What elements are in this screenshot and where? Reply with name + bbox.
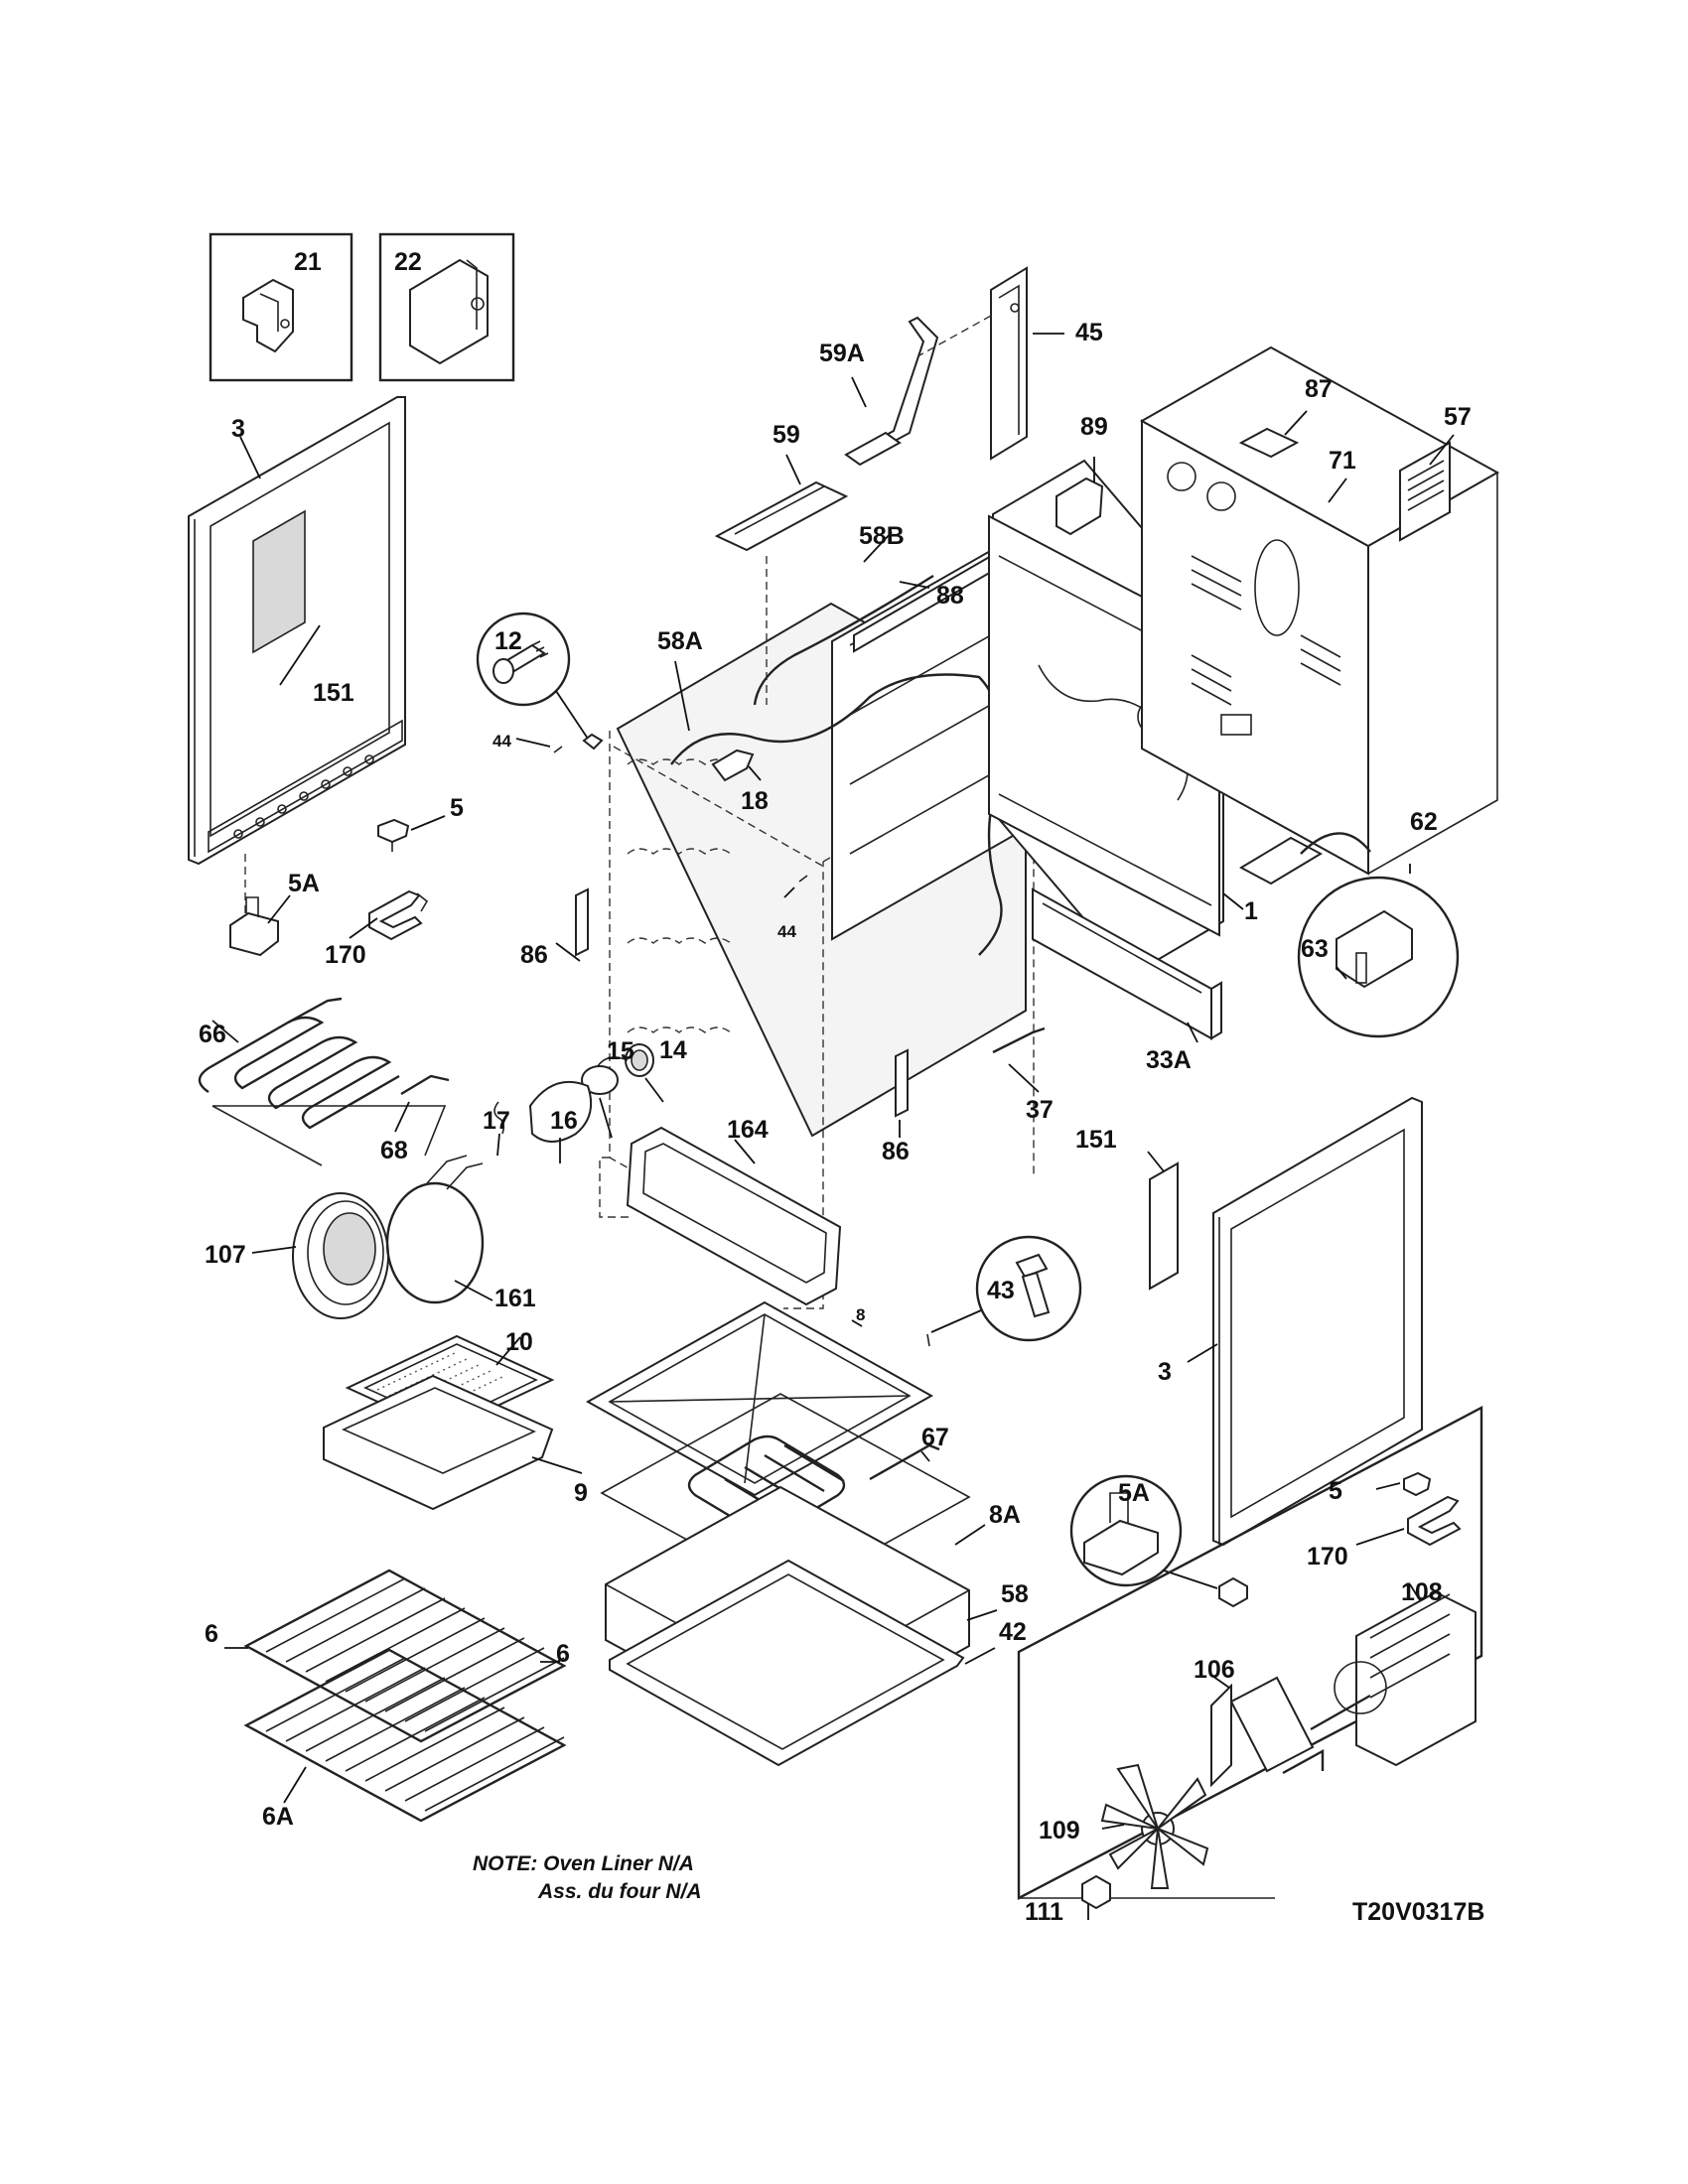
label-3-right: 3 [1158,1358,1172,1386]
right-bracket-5a-inset [1069,1474,1248,1608]
label-44-top: 44 [492,732,511,751]
screw-inset-43 [975,1235,1082,1342]
light-socket-inset-12 [476,612,571,707]
note-block: NOTE: Oven Liner N/A Ass. du four N/A [473,1852,702,1903]
label-109: 109 [1039,1817,1080,1844]
label-86-left: 86 [520,941,548,969]
label-59a: 59A [819,340,865,367]
label-59: 59 [773,421,800,449]
base-panel-33a [1032,887,1222,1040]
label-22: 22 [394,248,422,276]
clip-86-right [895,1048,909,1118]
left-bracket-170 [368,889,429,941]
label-106: 106 [1194,1656,1235,1684]
label-170-right: 170 [1307,1543,1348,1570]
label-42: 42 [999,1618,1027,1646]
label-86-right: 86 [882,1138,910,1165]
cover-87 [1238,427,1300,459]
oven-rack-6a [243,1648,567,1823]
label-164: 164 [727,1116,769,1144]
bracket-89 [1055,477,1104,536]
label-18: 18 [741,787,769,815]
right-bracket-151 [1149,1161,1179,1291]
label-57: 57 [1444,403,1472,431]
label-108: 108 [1401,1578,1443,1606]
label-151-right: 151 [1075,1126,1117,1154]
oven-bottom-8 [585,1300,934,1497]
part-labels: 21 22 3 151 5 5A 170 66 68 12 44 44 58A … [199,248,1472,1926]
note-line-2: Ass. du four N/A [537,1880,702,1903]
label-63: 63 [1301,935,1329,963]
label-12: 12 [494,627,522,655]
label-5a-left: 5A [288,870,320,897]
label-6-right: 6 [556,1640,570,1668]
label-58a: 58A [657,627,703,655]
label-88: 88 [936,582,964,610]
label-8: 8 [856,1305,865,1324]
label-68: 68 [380,1137,408,1164]
bracket-45 [990,266,1028,461]
right-side-panel [1212,1096,1423,1547]
label-15: 15 [607,1037,634,1065]
label-161: 161 [494,1285,536,1312]
label-16: 16 [550,1107,578,1135]
label-8a: 8A [989,1501,1021,1529]
label-71: 71 [1329,447,1356,475]
broil-pan-9 [323,1374,554,1511]
vent-57 [1399,441,1451,542]
broil-element [198,997,450,1166]
duct-59 [714,480,849,552]
label-37: 37 [1026,1096,1054,1124]
label-67: 67 [921,1424,949,1451]
note-line-1: NOTE: Oven Liner N/A [473,1852,694,1875]
label-10: 10 [505,1328,533,1356]
label-44-mid: 44 [777,922,796,941]
oven-rack-6 [243,1569,567,1743]
label-170-left: 170 [325,941,366,969]
door-gasket-164 [626,1126,842,1306]
label-58b: 58B [859,522,905,550]
inset-box-21 [209,232,353,382]
label-14: 14 [659,1036,687,1064]
label-6-left: 6 [205,1620,218,1648]
label-58: 58 [1001,1580,1029,1608]
gasket-161 [385,1155,485,1304]
label-107: 107 [205,1241,246,1269]
light-assembly [493,1043,654,1143]
label-5a-right: 5A [1118,1479,1150,1507]
label-21: 21 [294,248,322,276]
label-45: 45 [1075,319,1103,346]
label-33a: 33A [1146,1046,1192,1074]
left-side-panel [188,396,406,866]
label-87: 87 [1305,375,1333,403]
label-89: 89 [1080,413,1108,441]
clip-86-left [575,887,589,957]
label-3-left: 3 [231,415,245,443]
diagram-code: T20V0317B [1352,1898,1484,1926]
label-5-right: 5 [1329,1477,1342,1505]
panel-42 [609,1559,965,1767]
right-bracket-170 [1407,1495,1462,1547]
label-43: 43 [987,1277,1015,1304]
inset-box-22 [378,232,515,382]
label-62: 62 [1410,808,1438,836]
terminal-block-62 [1238,832,1460,1038]
clip-18 [711,749,755,782]
left-bracket-5a [229,896,279,957]
label-6a: 6A [262,1803,294,1831]
right-screw-5 [1403,1471,1432,1497]
label-1: 1 [1244,897,1258,925]
label-9: 9 [574,1479,588,1507]
convection-cover-107 [292,1192,389,1319]
label-111: 111 [1025,1898,1063,1926]
label-5-left: 5 [450,794,464,822]
duct-59a [844,316,939,467]
label-66: 66 [199,1021,226,1048]
left-screw-5 [377,818,410,852]
label-17: 17 [483,1107,510,1135]
label-151-left: 151 [313,679,354,707]
convection-fan-inset [1017,1406,1483,1910]
